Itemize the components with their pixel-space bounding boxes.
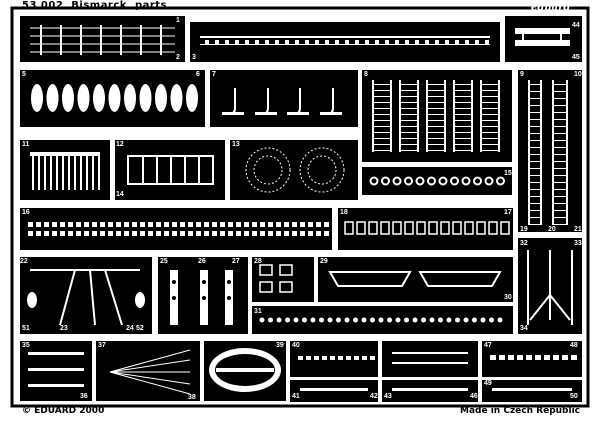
part-number: 29 [320, 258, 328, 265]
panel-right-vertical-ladders [518, 70, 582, 232]
panel-bottom-strip-6 [482, 380, 582, 402]
panel-oval-hatch [204, 341, 286, 401]
origin-text: Made in Czech Republic [460, 406, 580, 416]
panel-fan [96, 341, 200, 401]
panel-top-left-railings [20, 16, 185, 62]
panel-ladders-grid [362, 70, 512, 162]
part-number: 20 [548, 226, 556, 233]
part-number: 17 [504, 209, 512, 216]
part-number: 48 [570, 342, 578, 349]
part-number: 22 [20, 258, 28, 265]
header-subtitle: parts [134, 0, 168, 11]
panel-bottom-strip-5 [382, 380, 478, 402]
panel-bottom-strip-3 [482, 341, 582, 377]
part-number: 47 [484, 342, 492, 349]
part-number: 5 [22, 71, 26, 78]
part-number: 49 [484, 380, 492, 387]
part-number: 45 [572, 54, 580, 61]
part-number: 18 [340, 209, 348, 216]
brand-logo-text: eduard [531, 2, 571, 13]
part-number: 50 [570, 393, 578, 400]
panel-top-right [505, 16, 582, 62]
part-number: 12 [116, 141, 124, 148]
part-number: 34 [520, 325, 528, 332]
model-name: Bismarck [71, 0, 127, 11]
part-number: 44 [572, 22, 580, 29]
part-number: 27 [232, 258, 240, 265]
part-number: 36 [80, 393, 88, 400]
panel-bottom-strip-2 [382, 341, 478, 377]
part-number: 38 [188, 394, 196, 401]
panel-angled-braces [20, 257, 152, 334]
panel-bead-row [252, 306, 513, 334]
panel-platforms [318, 257, 513, 302]
part-number: 21 [574, 226, 582, 233]
part-number: 51 [22, 325, 30, 332]
part-number: 23 [60, 325, 68, 332]
part-number: 39 [276, 342, 284, 349]
fret-header: 53 002 Bismarck parts [22, 0, 171, 11]
part-number: 26 [198, 258, 206, 265]
panel-windows [115, 140, 225, 200]
part-number: 8 [364, 71, 368, 78]
panel-ring-row [362, 167, 512, 195]
part-number: 1 [176, 17, 180, 24]
part-number: 28 [254, 258, 262, 265]
part-number: 43 [384, 393, 392, 400]
part-number: 15 [504, 170, 512, 177]
part-number: 42 [370, 393, 378, 400]
part-number: 2 [176, 54, 180, 61]
part-number: 30 [504, 294, 512, 301]
part-number: 14 [116, 191, 124, 198]
part-number: 6 [196, 71, 200, 78]
catalog-number: 53 002 [22, 0, 64, 11]
panel-bottom-strip-4 [290, 380, 378, 402]
part-number: 13 [232, 141, 240, 148]
panel-long-parts-strip [20, 208, 332, 250]
part-number: 41 [292, 393, 300, 400]
part-number: 11 [22, 141, 30, 148]
panel-top-middle-strip [190, 22, 500, 62]
part-number: 40 [292, 342, 300, 349]
panel-crane [518, 238, 582, 334]
fret-outer-frame [10, 6, 590, 408]
panel-davits [158, 257, 248, 334]
part-number: 19 [520, 226, 528, 233]
panel-mid-right-strip [338, 208, 513, 250]
part-number: 32 [520, 240, 528, 247]
panel-bottom-strip-1 [290, 341, 378, 377]
part-number: 7 [212, 71, 216, 78]
panel-small-boxes [252, 257, 314, 302]
copyright-text: © EDUARD 2000 [22, 406, 105, 416]
panel-round-meshes [230, 140, 358, 200]
part-number: 31 [254, 308, 262, 315]
part-number: 46 [470, 393, 478, 400]
part-number: 16 [22, 209, 30, 216]
panel-hooks [210, 70, 358, 127]
part-number: 9 [520, 71, 524, 78]
part-number: 10 [574, 71, 582, 78]
panel-comb [20, 140, 110, 200]
part-number: 24 [126, 325, 134, 332]
part-number: 37 [98, 342, 106, 349]
panel-life-rafts [20, 70, 205, 127]
part-number: 33 [574, 240, 582, 247]
part-number: 35 [22, 342, 30, 349]
part-number: 3 [192, 54, 196, 61]
part-number: 25 [160, 258, 168, 265]
part-number: 52 [136, 325, 144, 332]
panel-bottom-left-small [20, 341, 92, 401]
